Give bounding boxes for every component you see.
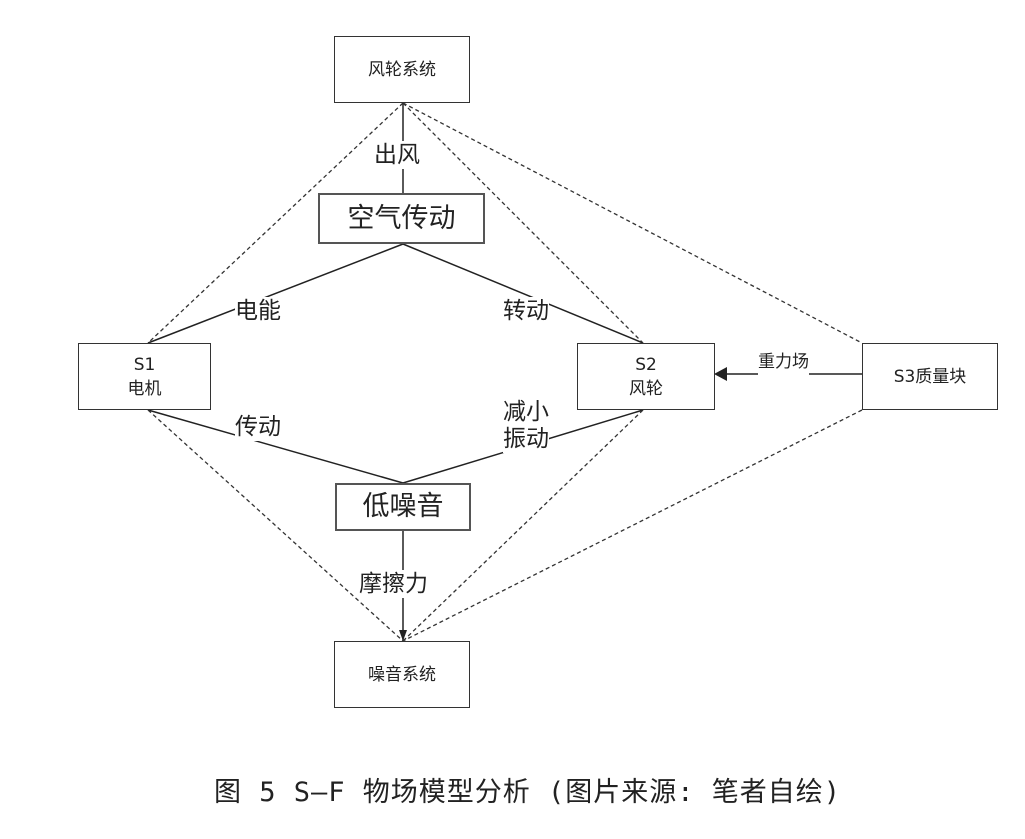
node-s2-label: 风轮 bbox=[629, 378, 663, 399]
dashed-s3-noise bbox=[402, 409, 863, 642]
dashed-wind-s2 bbox=[402, 102, 644, 344]
arrowhead-icon bbox=[714, 367, 727, 381]
node-low-noise-label: 低噪音 bbox=[362, 491, 444, 522]
label-rotation: 转动 bbox=[503, 297, 549, 325]
edge-air-s1 bbox=[147, 243, 404, 344]
dashed-wind-s3 bbox=[402, 102, 863, 344]
label-reduce-vibration-line1: 减小 bbox=[503, 399, 549, 425]
label-electric-energy: 电能 bbox=[235, 297, 281, 325]
edge-air-s2 bbox=[402, 243, 644, 344]
node-s3-mass-block: S3质量块 bbox=[862, 343, 998, 410]
node-s1-id: S1 bbox=[133, 354, 156, 375]
node-s2-id: S2 bbox=[635, 354, 657, 375]
node-s1-label: 电机 bbox=[127, 378, 162, 399]
label-reduce-vibration: 减小 振动 bbox=[503, 399, 549, 453]
dashed-s1-noise bbox=[147, 409, 404, 642]
label-transmission: 传动 bbox=[235, 413, 281, 441]
node-s3-label: S3质量块 bbox=[893, 366, 967, 387]
edge-s1-low-noise bbox=[147, 409, 404, 484]
dashed-edges bbox=[147, 102, 863, 642]
label-friction: 摩擦力 bbox=[359, 570, 428, 598]
node-wind-system: 风轮系统 bbox=[334, 36, 470, 103]
node-noise-system-label: 噪音系统 bbox=[368, 664, 436, 685]
label-reduce-vibration-line2: 振动 bbox=[503, 426, 549, 452]
node-air-transmission-label: 空气传动 bbox=[347, 202, 456, 234]
node-air-transmission: 空气传动 bbox=[318, 193, 485, 244]
dashed-wind-s1 bbox=[147, 102, 404, 344]
node-wind-system-label: 风轮系统 bbox=[368, 59, 436, 80]
label-out-wind: 出风 bbox=[374, 141, 420, 169]
figure-caption: 图 5 S—F 物场模型分析 (图片来源: 笔者自绘) bbox=[214, 777, 842, 808]
node-s1-motor: S1 电机 bbox=[78, 343, 211, 410]
label-gravity-field: 重力场 bbox=[758, 348, 809, 376]
node-low-noise: 低噪音 bbox=[335, 483, 471, 531]
solid-edges bbox=[147, 103, 862, 641]
arrowhead-down-icon bbox=[399, 630, 407, 641]
node-noise-system: 噪音系统 bbox=[334, 641, 470, 708]
node-s2-wind-wheel: S2 风轮 bbox=[577, 343, 715, 410]
